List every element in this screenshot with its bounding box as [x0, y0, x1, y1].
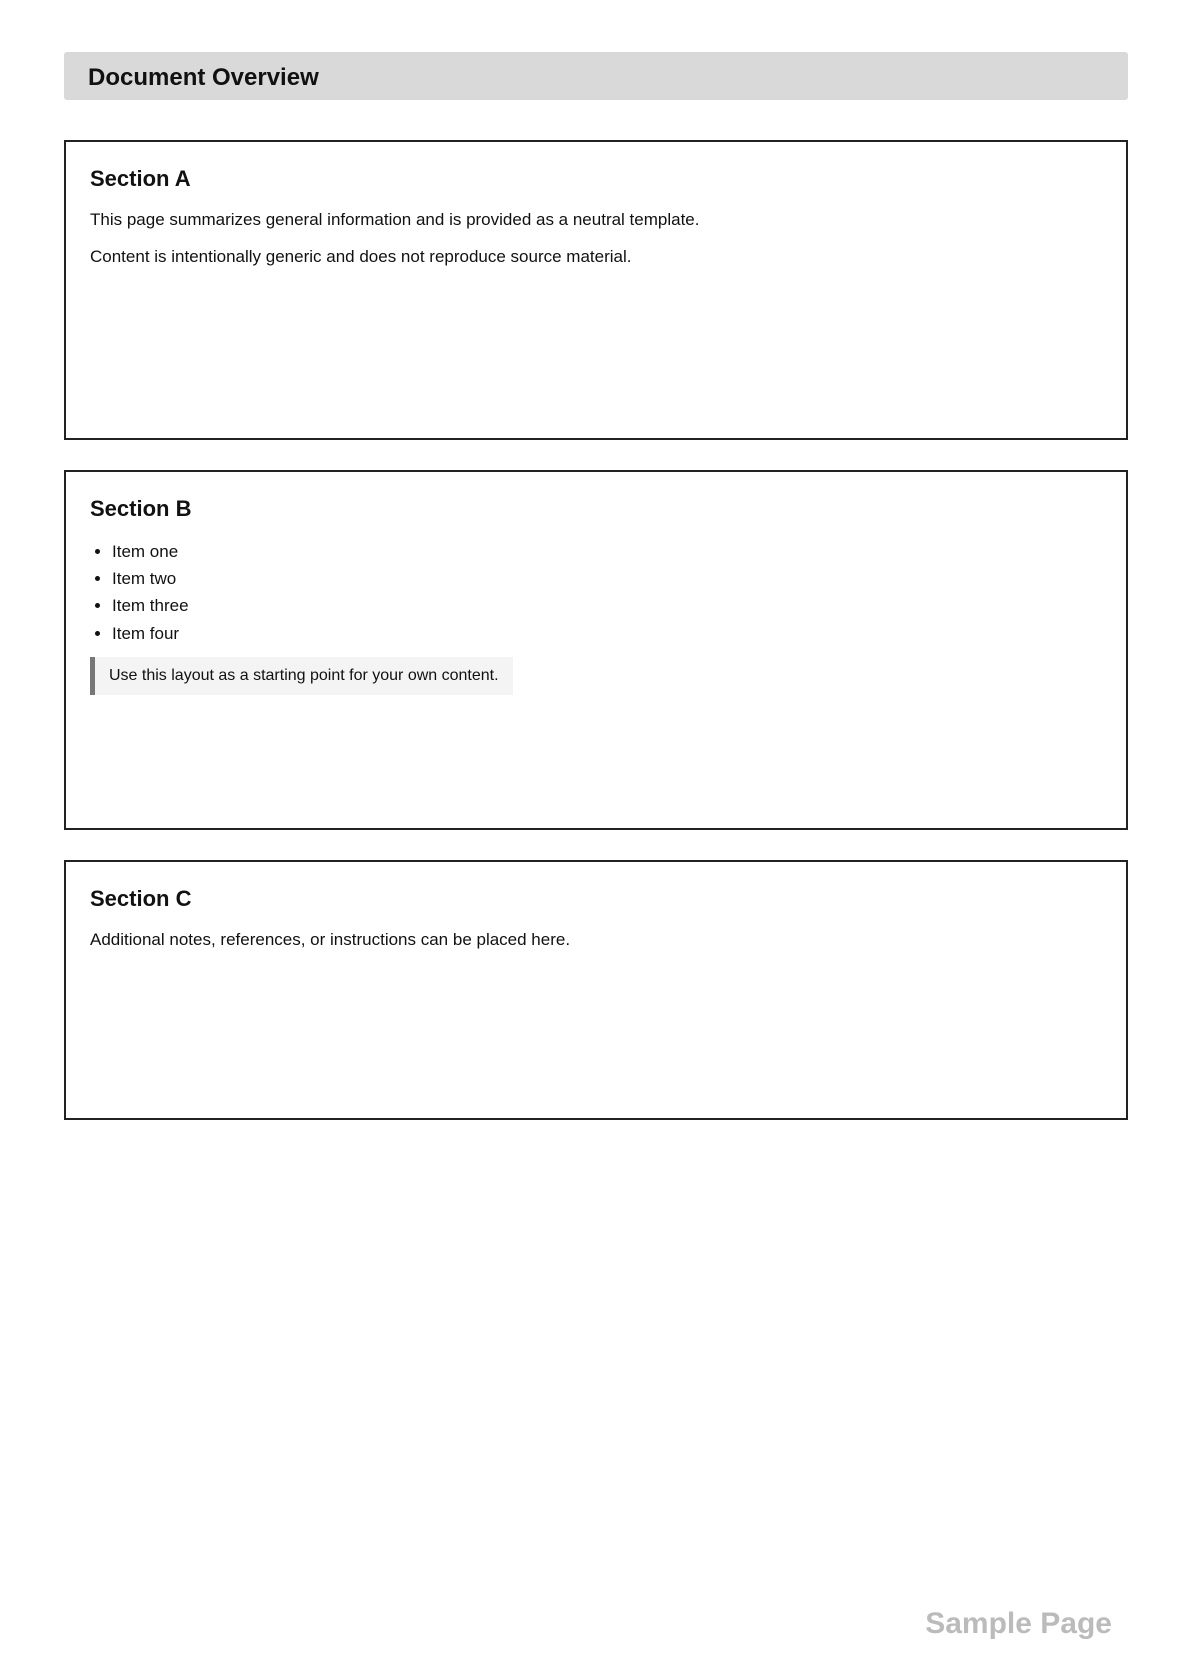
list-item: Item four: [112, 620, 1102, 647]
section-b-notice: Use this layout as a starting point for …: [90, 656, 513, 695]
section-a: Section A This page summarizes general i…: [64, 140, 1128, 440]
list-item: Item one: [112, 538, 1102, 565]
list-item: Item two: [112, 565, 1102, 592]
section-a-body-1: This page summarizes general information…: [90, 210, 700, 229]
header-bar: Document Overview: [64, 52, 1128, 100]
header-title: Document Overview: [88, 64, 319, 91]
section-c: Section C Additional notes, references, …: [64, 860, 1128, 1120]
section-b: Section B Item one Item two Item three I…: [64, 470, 1128, 830]
section-c-title: Section C: [90, 886, 192, 911]
section-a-body-2: Content is intentionally generic and doe…: [90, 246, 632, 266]
section-c-body: Additional notes, references, or instruc…: [90, 930, 571, 949]
list-item: Item three: [112, 592, 1102, 619]
section-a-title: Section A: [90, 166, 191, 191]
section-b-list: Item one Item two Item three Item four: [90, 538, 1102, 647]
watermark-text: Sample Page: [925, 1607, 1112, 1640]
section-b-title: Section B: [90, 496, 192, 521]
